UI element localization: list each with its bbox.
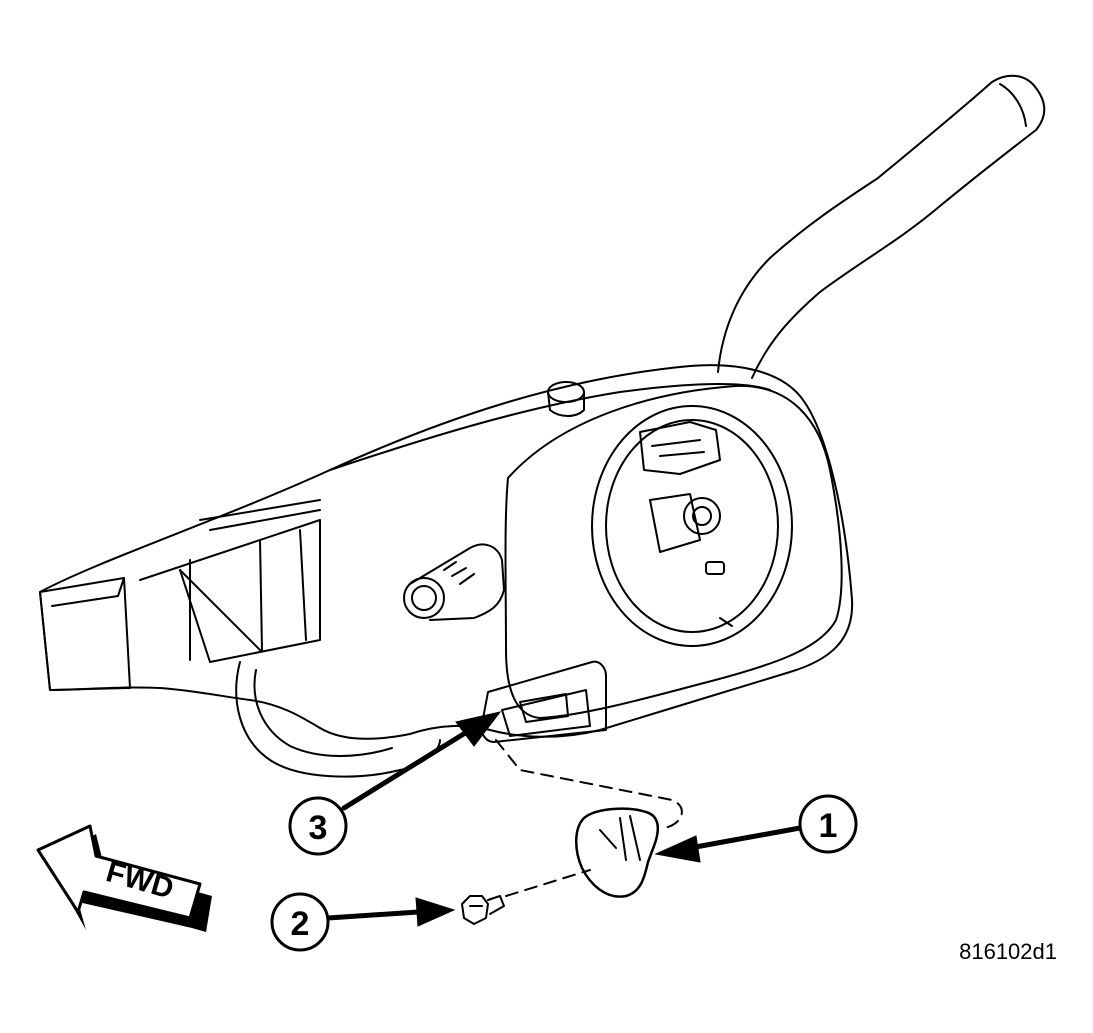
fwd-arrow-body (36, 824, 202, 920)
callout-3-arrow-line (341, 727, 473, 811)
clockspring-inner-ring (605, 419, 779, 633)
callout-3-arrowhead (455, 711, 502, 747)
figure-id: 816102d1 (959, 939, 1057, 964)
callout-2-arrow-line (325, 909, 421, 921)
cover-part (575, 807, 660, 898)
clockspring-outer-ring (591, 405, 793, 647)
dashed-leader-screw (505, 869, 591, 897)
callout-2-arrowhead (415, 897, 456, 927)
dashed-leader-cover (495, 739, 683, 829)
lower-housing (235, 661, 441, 778)
housing-front-face (504, 384, 843, 719)
callout-1: 1 (798, 794, 858, 854)
clockspring-connector (639, 421, 721, 475)
clockspring-hub (683, 497, 721, 535)
lever-stalk (717, 74, 1046, 379)
callout-3-label: 3 (309, 809, 328, 847)
callout-1-arrow-line (687, 825, 803, 851)
callout-2-label: 2 (291, 905, 310, 943)
housing-top-edge (329, 383, 771, 471)
callout-2: 2 (270, 892, 330, 952)
fwd-arrow: FWD (36, 824, 212, 932)
callout-1-arrowhead (654, 835, 701, 863)
callout-3: 3 (288, 796, 348, 856)
callout-1-label: 1 (819, 807, 838, 845)
screw-part (461, 895, 489, 925)
switch-housing (39, 364, 854, 740)
left-bracket (39, 577, 131, 691)
secondary-switch (409, 543, 505, 621)
lever-tip-line (999, 83, 1027, 127)
mounting-post (547, 381, 585, 403)
